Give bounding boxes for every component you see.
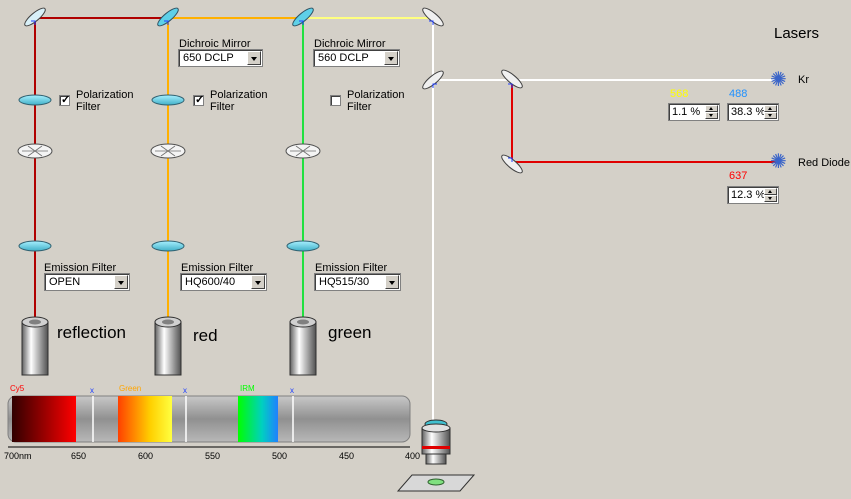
- polarization-checkbox-red[interactable]: ✓: [193, 94, 205, 106]
- dichroic-select-green[interactable]: 560 DCLP: [313, 49, 400, 67]
- detector-reflection: [21, 316, 49, 376]
- dichroic-label-green: Dichroic Mirror: [314, 38, 386, 50]
- mirror-laser-combine: [422, 70, 444, 90]
- laser-marker-icon: x: [90, 386, 94, 395]
- spectrum-tick: 600: [138, 451, 154, 461]
- spin-down-icon[interactable]: [764, 112, 777, 119]
- laser-488-power-spinner[interactable]: 38.3 %: [727, 103, 779, 121]
- laser-637-wavelength: 637: [729, 170, 748, 182]
- spectrum-tick: 550: [205, 451, 221, 461]
- polarization-label-green: Polarization Filter: [347, 89, 405, 113]
- spin-up-icon[interactable]: [764, 105, 777, 112]
- mirror-laser-red: [501, 154, 523, 174]
- spin-up-icon[interactable]: [705, 105, 718, 112]
- spectrum-tick: 400: [405, 451, 421, 461]
- detector-green: [289, 316, 317, 376]
- laser-488-wavelength: 488: [729, 88, 748, 100]
- spectrum-tick: 650: [71, 451, 87, 461]
- channel-name-reflection: reflection: [57, 323, 126, 342]
- channel-name-red: red: [193, 326, 218, 345]
- band-label-green: Green: [119, 384, 142, 393]
- laser-red-diode-name: Red Diode: [798, 157, 850, 169]
- laser-red-diode-icon[interactable]: ✺: [770, 151, 787, 173]
- laser-kr-icon[interactable]: ✺: [770, 69, 787, 91]
- mirror-top-right: [422, 7, 444, 27]
- laser-568-wavelength: 568: [670, 88, 689, 100]
- lasers-title: Lasers: [774, 25, 820, 42]
- polarization-label-reflection: Polarization Filter: [76, 89, 134, 113]
- laser-marker-icon: x: [183, 386, 187, 395]
- polarization-checkbox-green[interactable]: [330, 95, 341, 106]
- emission-select-reflection[interactable]: OPEN: [44, 273, 130, 291]
- dichroic-mirror-green: [292, 7, 314, 27]
- spectrum-bar: [7, 395, 411, 448]
- dropdown-arrow-icon[interactable]: [385, 275, 399, 289]
- emission-label-red: Emission Filter: [181, 262, 254, 274]
- sample-stage: [396, 474, 476, 492]
- detector-red: [154, 316, 182, 376]
- dropdown-arrow-icon[interactable]: [114, 275, 128, 289]
- mirror-reflection: [24, 7, 46, 27]
- band-label-cy5: Cy5: [10, 384, 25, 393]
- laser-637-power-spinner[interactable]: 12.3 %: [727, 186, 779, 204]
- dichroic-mirror-red: [157, 7, 179, 27]
- spectrum-tick: 500: [272, 451, 288, 461]
- laser-marker-icon: x: [290, 386, 294, 395]
- mirror-laser-kr: [501, 69, 523, 89]
- laser-568-power-spinner[interactable]: 1.1 %: [668, 103, 720, 121]
- emission-label-green: Emission Filter: [315, 262, 388, 274]
- dropdown-arrow-icon[interactable]: [384, 51, 398, 65]
- spin-down-icon[interactable]: [705, 112, 718, 119]
- emission-select-red[interactable]: HQ600/40: [180, 273, 267, 291]
- dropdown-arrow-icon[interactable]: [251, 275, 265, 289]
- band-label-irm: IRM: [240, 384, 255, 393]
- laser-kr-name: Kr: [798, 74, 809, 86]
- dichroic-label-red: Dichroic Mirror: [179, 38, 251, 50]
- spin-down-icon[interactable]: [764, 195, 777, 202]
- checkmark-icon: ✓: [61, 94, 71, 106]
- emission-label-reflection: Emission Filter: [44, 262, 117, 274]
- spectrum-tick: 700nm: [4, 451, 32, 461]
- dropdown-arrow-icon[interactable]: [247, 51, 261, 65]
- objective-lens: [421, 419, 451, 465]
- emission-select-green[interactable]: HQ515/30: [314, 273, 401, 291]
- polarization-label-red: Polarization Filter: [210, 89, 268, 113]
- polarization-checkbox-reflection[interactable]: ✓: [59, 94, 71, 106]
- spectrum-tick: 450: [339, 451, 355, 461]
- dichroic-select-red[interactable]: 650 DCLP: [178, 49, 263, 67]
- channel-name-green: green: [328, 323, 372, 342]
- spin-up-icon[interactable]: [764, 188, 777, 195]
- checkmark-icon: ✓: [195, 94, 205, 106]
